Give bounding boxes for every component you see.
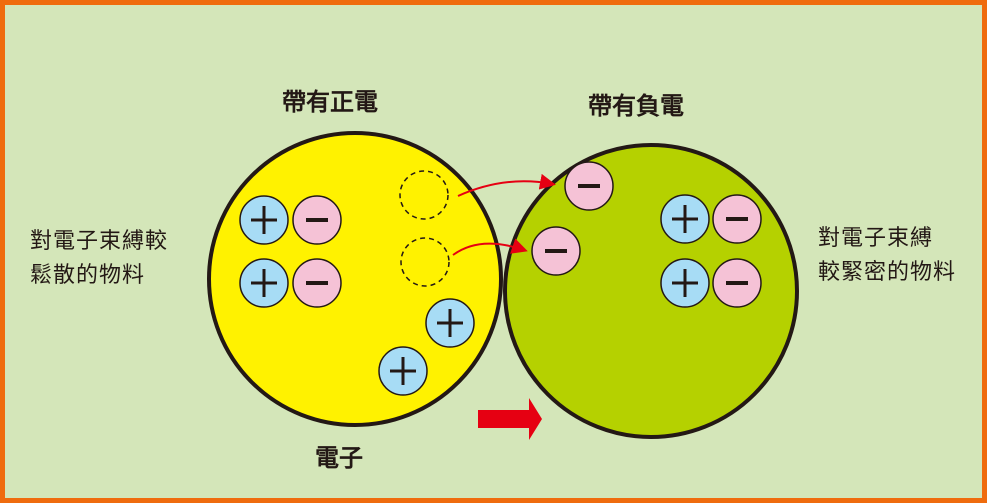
vacated-electron-site bbox=[399, 170, 449, 220]
negative-title: 帶有負電 bbox=[588, 92, 684, 120]
vacated-electron-site bbox=[400, 237, 450, 287]
right-material-label: 對電子束縛 較緊密的物料 bbox=[818, 222, 968, 290]
electron-transfer-arrow bbox=[457, 173, 556, 197]
plus-icon bbox=[672, 269, 698, 297]
plus-icon bbox=[251, 206, 277, 234]
plus-icon bbox=[672, 205, 698, 233]
label-line: 對電子束縛較 bbox=[30, 229, 169, 254]
positive-title: 帶有正電 bbox=[282, 88, 378, 116]
label-line: 較緊密的物料 bbox=[818, 256, 968, 290]
label-line: 鬆散的物料 bbox=[30, 263, 146, 288]
plus-icon bbox=[251, 269, 277, 297]
electron-label: 電子 bbox=[315, 444, 363, 472]
label-line: 對電子束縛 bbox=[818, 226, 934, 251]
plus-icon bbox=[390, 357, 416, 385]
label-text: 較緊密的物料 bbox=[818, 260, 957, 285]
left-material-label: 對電子束縛較 鬆散的物料 bbox=[30, 225, 168, 293]
direction-arrow bbox=[478, 398, 542, 440]
plus-icon bbox=[437, 309, 463, 337]
electron-transfer-arrow bbox=[452, 238, 528, 256]
